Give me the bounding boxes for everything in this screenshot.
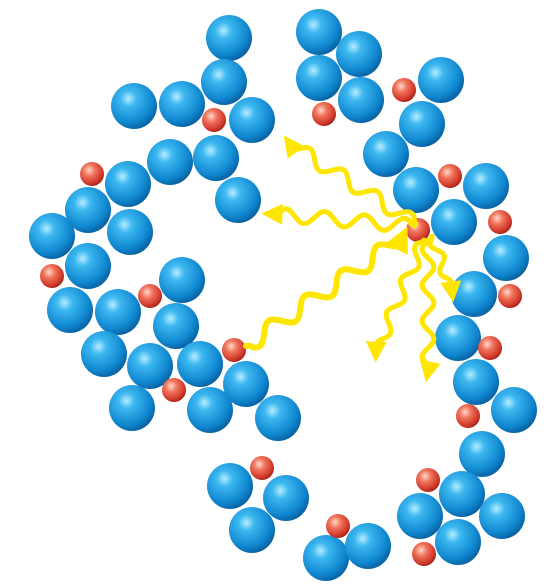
red-sphere-icon [312,102,336,126]
blue-sphere-icon [435,315,481,361]
blue-sphere-icon [65,187,111,233]
blue-sphere-icon [399,101,445,147]
red-sphere-icon [250,456,274,480]
red-sphere-icon [138,284,162,308]
blue-sphere-icon [65,243,111,289]
blue-sphere-icon [215,177,261,223]
blue-sphere-icon [363,131,409,177]
red-sphere-icon [162,378,186,402]
blue-sphere-icon [159,81,205,127]
blue-sphere-icon [393,167,439,213]
blue-sphere-icon [263,475,309,521]
blue-sphere-icon [29,213,75,259]
red-sphere-icon [326,514,350,538]
blue-sphere-icon [81,331,127,377]
blue-sphere-icon [105,161,151,207]
red-sphere-icon [202,108,226,132]
wavy-arrow-icon [261,203,417,233]
red-sphere-icon [222,338,246,362]
red-sphere-icon [488,210,512,234]
blue-sphere-icon [255,395,301,441]
wavy-arrow-icon [283,135,419,227]
blue-sphere-icon [345,523,391,569]
wavy-arrow-icon [243,226,408,351]
blue-sphere-icon [296,9,342,55]
blue-sphere-icon [177,341,223,387]
blue-sphere-icon [453,359,499,405]
emission-arrows [243,135,462,383]
red-sphere-icon [412,542,436,566]
large-particles [29,9,537,581]
red-sphere-icon [40,264,64,288]
blue-sphere-icon [296,55,342,101]
blue-sphere-icon [187,387,233,433]
blue-sphere-icon [193,135,239,181]
blue-sphere-icon [153,303,199,349]
blue-sphere-icon [206,15,252,61]
blue-sphere-icon [147,139,193,185]
red-sphere-icon [392,78,416,102]
blue-sphere-icon [159,257,205,303]
blue-sphere-icon [111,83,157,129]
blue-sphere-icon [491,387,537,433]
blue-sphere-icon [229,97,275,143]
blue-sphere-icon [201,59,247,105]
blue-sphere-icon [127,343,173,389]
blue-sphere-icon [229,507,275,553]
blue-sphere-icon [207,463,253,509]
blue-sphere-icon [109,385,155,431]
red-sphere-icon [456,404,480,428]
blue-sphere-icon [107,209,153,255]
blue-sphere-icon [338,77,384,123]
blue-sphere-icon [95,289,141,335]
blue-sphere-icon [459,431,505,477]
red-sphere-icon [80,162,104,186]
small-particles [40,78,522,566]
red-sphere-icon [438,164,462,188]
wavy-arrow-icon [365,237,427,363]
wavy-arrow-icon [419,237,441,383]
blue-sphere-icon [463,163,509,209]
red-sphere-icon [416,468,440,492]
red-sphere-icon [478,336,502,360]
blue-sphere-icon [303,535,349,581]
blue-sphere-icon [451,271,497,317]
blue-sphere-icon [418,57,464,103]
red-sphere-icon [498,284,522,308]
blue-sphere-icon [439,471,485,517]
wavy-arrow-icon [427,233,462,303]
blue-sphere-icon [479,493,525,539]
blue-sphere-icon [47,287,93,333]
blue-sphere-icon [336,31,382,77]
blue-sphere-icon [435,519,481,565]
blue-sphere-icon [223,361,269,407]
blue-sphere-icon [483,235,529,281]
blue-sphere-icon [431,199,477,245]
blue-sphere-icon [397,493,443,539]
